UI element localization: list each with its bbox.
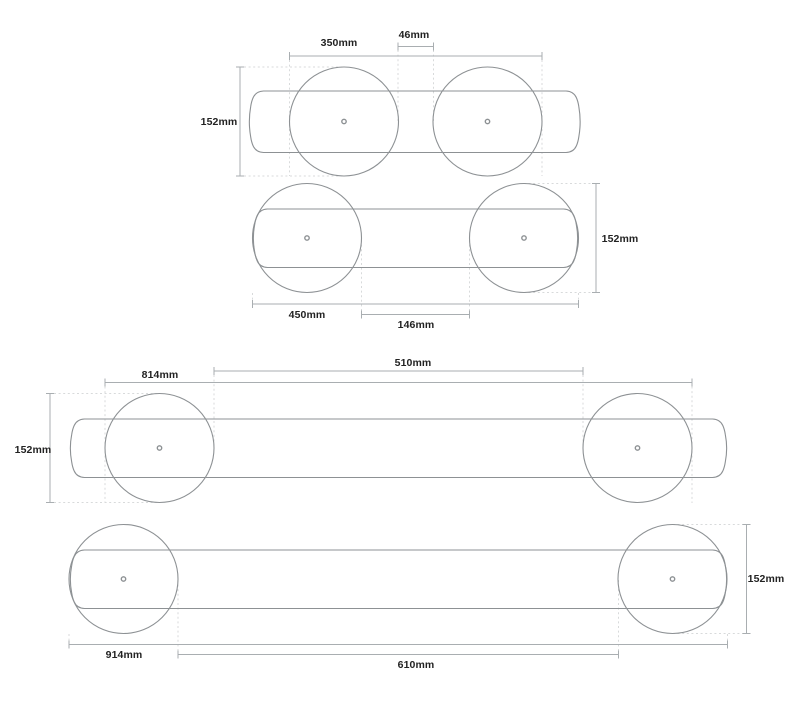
rose-circle-left	[68, 523, 179, 635]
diagram-bar-front-view-450	[251, 182, 600, 319]
dimension-line-span-350	[289, 52, 543, 60]
dim-label-gap-46: 46mm	[398, 29, 430, 41]
dim-label-gap-146: 146mm	[397, 318, 435, 331]
dimension-line-span-914	[68, 640, 728, 649]
diagram-bar-plan-view-814	[46, 367, 728, 504]
dimension-line-height-152	[592, 183, 600, 293]
dimension-line-gap-610	[177, 650, 619, 659]
dim-label-gap-610: 610mm	[397, 658, 435, 671]
dim-label-span-914: 914mm	[105, 648, 143, 661]
center-mark-left	[341, 118, 347, 125]
dim-label-span-450: 450mm	[288, 309, 326, 321]
dimension-line-gap-46	[397, 42, 434, 51]
dim-label-height-152: 152mm	[200, 116, 238, 128]
dimension-line-height-152	[236, 66, 244, 177]
dimension-line-span-450	[252, 300, 579, 308]
rose-circle-right	[617, 523, 728, 635]
bar-outline	[252, 208, 579, 269]
dim-label-span-350: 350mm	[320, 37, 358, 49]
extension-lines	[252, 183, 596, 311]
center-mark-left	[156, 445, 163, 451]
bar-outline	[69, 418, 728, 479]
rose-circle-right	[468, 182, 580, 294]
extension-lines	[244, 50, 543, 177]
rose-circle-right	[582, 392, 693, 504]
center-mark-left	[120, 576, 127, 582]
dimension-line-gap-146	[361, 310, 470, 319]
dimension-line-gap-510	[213, 367, 584, 375]
dimension-line-height-152	[46, 393, 54, 503]
center-mark-right	[521, 235, 527, 241]
bar-outline	[248, 90, 581, 154]
rose-circle-left	[288, 66, 400, 177]
dim-label-span-814: 814mm	[141, 369, 179, 381]
dim-label-gap-510: 510mm	[394, 357, 432, 369]
center-mark-right	[669, 576, 676, 582]
dim-label-height-152: 152mm	[747, 573, 785, 585]
dim-label-height-152: 152mm	[601, 232, 639, 245]
rose-circle-left	[104, 392, 215, 504]
dim-label-height-152: 152mm	[14, 444, 52, 456]
rose-circle-left	[251, 182, 363, 294]
rose-circle-right	[432, 66, 543, 177]
center-mark-right	[634, 445, 641, 451]
dimension-line-span-814	[104, 378, 693, 387]
diagram-bar-front-view-914	[68, 523, 751, 659]
center-mark-left	[304, 235, 310, 241]
extension-lines	[68, 524, 747, 651]
bar-outline	[69, 549, 728, 610]
dimension-line-height-152	[742, 524, 751, 634]
center-mark-right	[484, 118, 491, 125]
diagram-bar-plan-view-350	[236, 42, 581, 177]
extension-lines	[54, 375, 693, 503]
